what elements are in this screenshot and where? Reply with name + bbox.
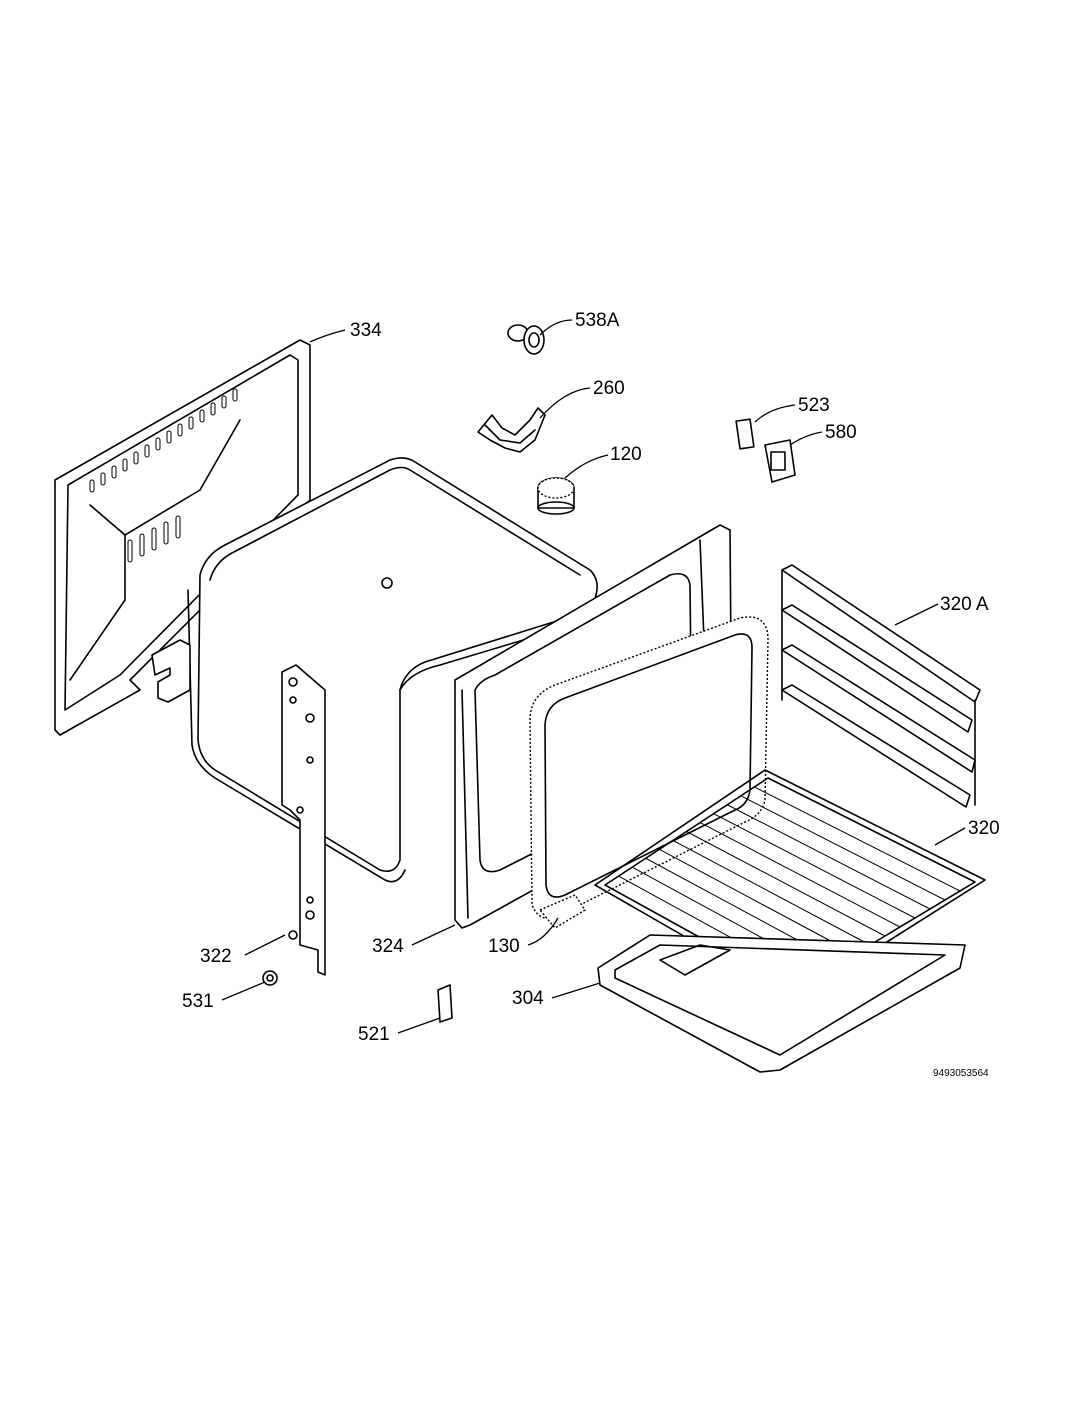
label-538a: 538A xyxy=(575,310,620,331)
drawing-code: 9493053564 xyxy=(933,1068,989,1079)
bracket-580 xyxy=(764,439,796,483)
nut-531 xyxy=(262,970,278,986)
label-324: 324 xyxy=(372,936,404,957)
side-rail-322 xyxy=(281,664,326,976)
label-304: 304 xyxy=(512,988,544,1009)
filter-120 xyxy=(537,477,575,515)
label-322: 322 xyxy=(200,946,232,967)
label-334: 334 xyxy=(350,320,382,341)
label-120: 120 xyxy=(610,444,642,465)
clip-260 xyxy=(477,407,546,453)
label-521: 521 xyxy=(358,1024,390,1045)
label-523: 523 xyxy=(798,395,830,416)
label-130: 130 xyxy=(488,936,520,957)
rear-panel-334 xyxy=(54,339,311,736)
shelf-runners-320a xyxy=(781,564,981,808)
rear-panel-vents xyxy=(89,388,238,563)
label-320a: 320 A xyxy=(940,594,989,615)
label-580: 580 xyxy=(825,422,857,443)
label-320: 320 xyxy=(968,818,1000,839)
clip-521 xyxy=(437,984,453,1023)
label-531: 531 xyxy=(182,991,214,1012)
part-labels: 334 538A 260 523 580 120 320 A 320 322 3… xyxy=(182,310,1000,1079)
switch-523 xyxy=(735,418,755,450)
leader-lines xyxy=(221,319,966,1034)
label-260: 260 xyxy=(593,378,625,399)
lamp-holder-538a xyxy=(507,324,545,355)
baking-tray-304 xyxy=(597,934,966,1073)
